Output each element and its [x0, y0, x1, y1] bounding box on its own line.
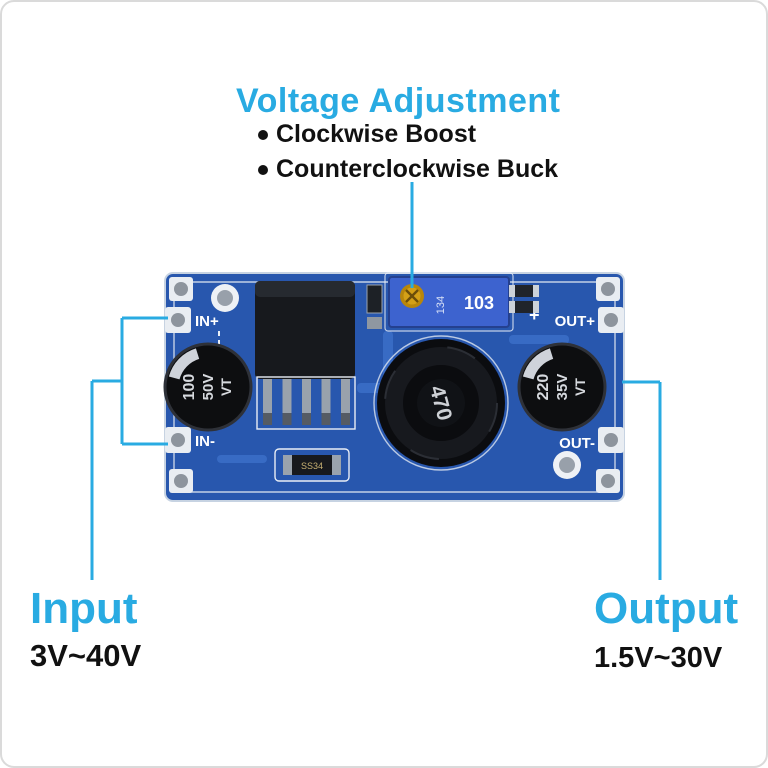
voltage-adjustment-bullets: Clockwise Boost Counterclockwise Buck — [258, 120, 558, 190]
bullet-label-clockwise: Clockwise Boost — [276, 120, 477, 148]
output-capacitor: 220 35V VT — [517, 342, 607, 432]
out-minus-label: OUT- — [559, 435, 595, 452]
corner-pads — [169, 277, 620, 493]
input-cap-line3: VT — [218, 378, 234, 396]
in-plus-label: IN+ — [195, 313, 219, 330]
regulator-ic — [255, 281, 356, 430]
output-cap-line1: 220 — [535, 374, 552, 401]
pcb-board: IN+ IN- OUT+ OUT- + 134 103 — [163, 272, 625, 502]
in-minus-label: IN- — [195, 433, 215, 450]
plus-mark: + — [529, 305, 540, 325]
voltage-adjustment-title: Voltage Adjustment — [236, 82, 561, 120]
output-title: Output — [594, 584, 739, 633]
output-cap-line3: VT — [572, 378, 588, 396]
mounting-holes — [211, 284, 581, 479]
bullet-counterclockwise-buck: Counterclockwise Buck — [258, 155, 558, 184]
bullet-dot — [258, 165, 268, 175]
input-cap-line2: 50V — [200, 374, 217, 401]
pot-value: 103 — [464, 293, 494, 313]
input-voltage-range: 3V~40V — [30, 638, 142, 673]
out-plus-label: OUT+ — [555, 313, 596, 330]
input-cap-line1: 100 — [181, 374, 198, 401]
terminal-pads — [165, 307, 624, 453]
input-capacitor: 100 50V VT — [163, 342, 253, 432]
potentiometer: 134 103 — [384, 272, 514, 332]
bullet-clockwise-boost: Clockwise Boost — [258, 120, 558, 149]
diode-marking: SS34 — [301, 461, 323, 471]
pot-side-marking: 134 — [435, 296, 447, 314]
bullet-dot — [258, 130, 268, 140]
output-cap-line2: 35V — [554, 374, 571, 401]
diode: SS34 — [274, 448, 350, 482]
bullet-label-counterclockwise: Counterclockwise Buck — [276, 155, 559, 183]
output-voltage-range: 1.5V~30V — [594, 642, 723, 674]
smd-parts — [366, 284, 539, 329]
input-title: Input — [30, 584, 138, 633]
inductor: 470 — [373, 335, 509, 471]
